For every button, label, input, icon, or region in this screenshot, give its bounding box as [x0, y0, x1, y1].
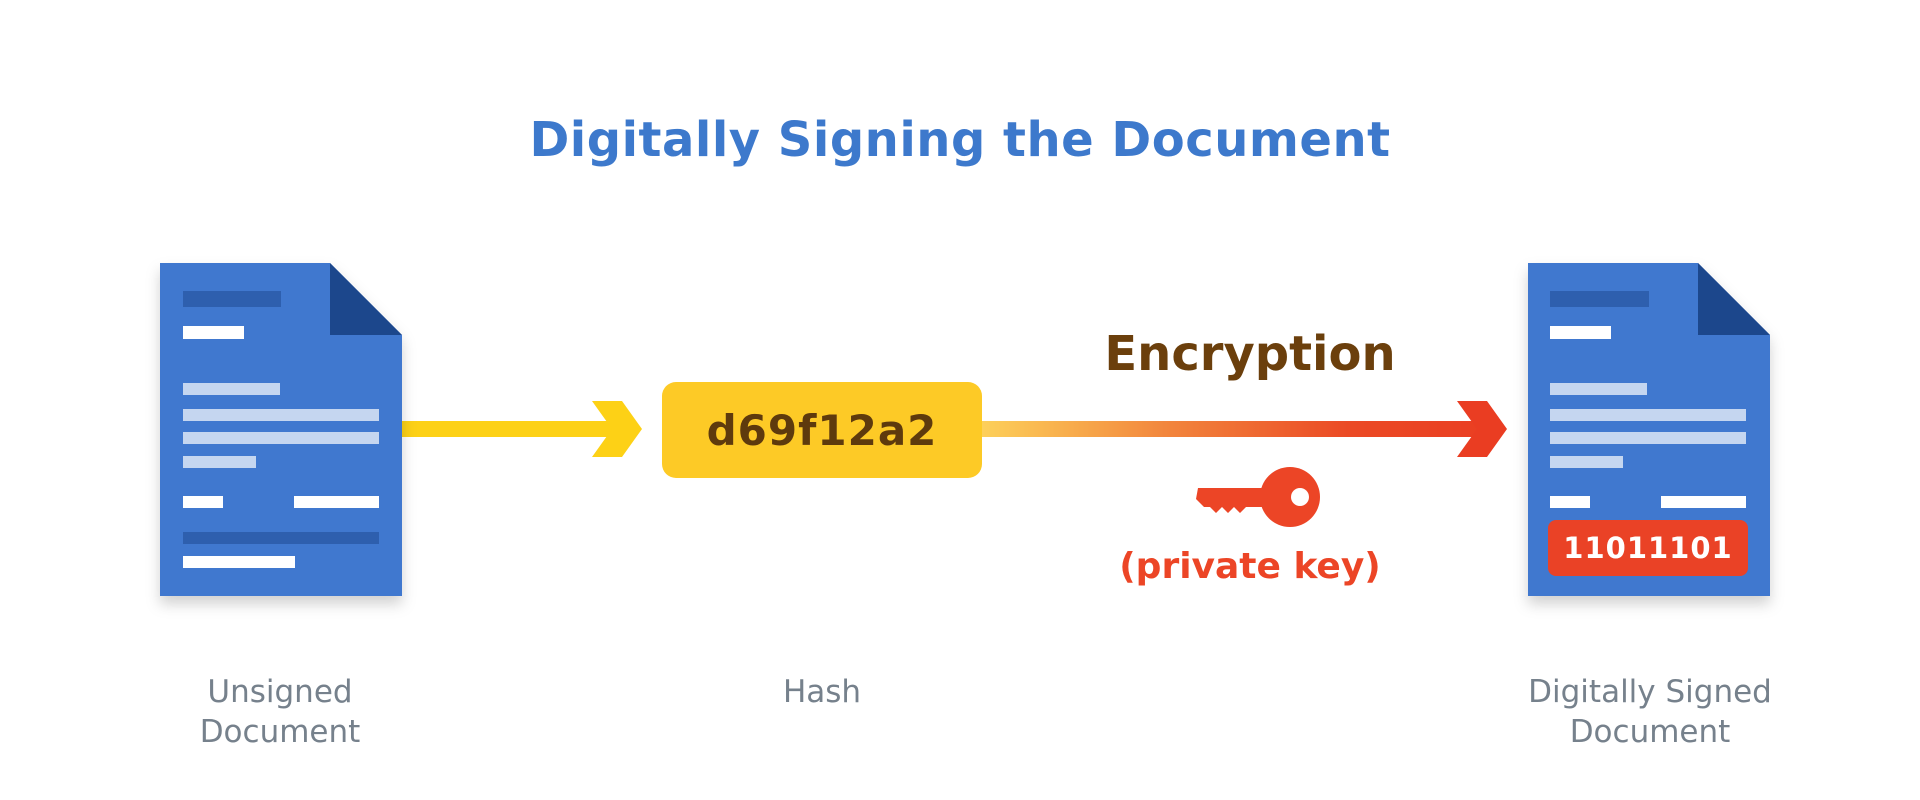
encryption-label: Encryption	[1104, 326, 1396, 382]
caption-line: Document	[1569, 714, 1731, 750]
signature-badge: 11011101	[1548, 520, 1748, 576]
private-key-label: (private key)	[1119, 546, 1381, 587]
caption-line: Unsigned	[207, 674, 353, 710]
signed-document-caption: Digitally Signed Document	[1490, 672, 1810, 752]
caption-line: Digitally Signed	[1528, 674, 1772, 710]
key-icon	[1196, 467, 1320, 527]
hash-value-box: d69f12a2	[662, 382, 982, 478]
unsigned-document-icon	[160, 263, 402, 596]
diagram-title: Digitally Signing the Document	[529, 112, 1391, 168]
hash-caption: Hash	[782, 674, 862, 710]
caption-line: Document	[199, 714, 361, 750]
arrow-to-hash	[400, 401, 642, 457]
unsigned-document-caption: Unsigned Document	[130, 672, 430, 752]
arrow-encryption	[982, 401, 1507, 457]
signed-document-icon	[1528, 263, 1770, 596]
